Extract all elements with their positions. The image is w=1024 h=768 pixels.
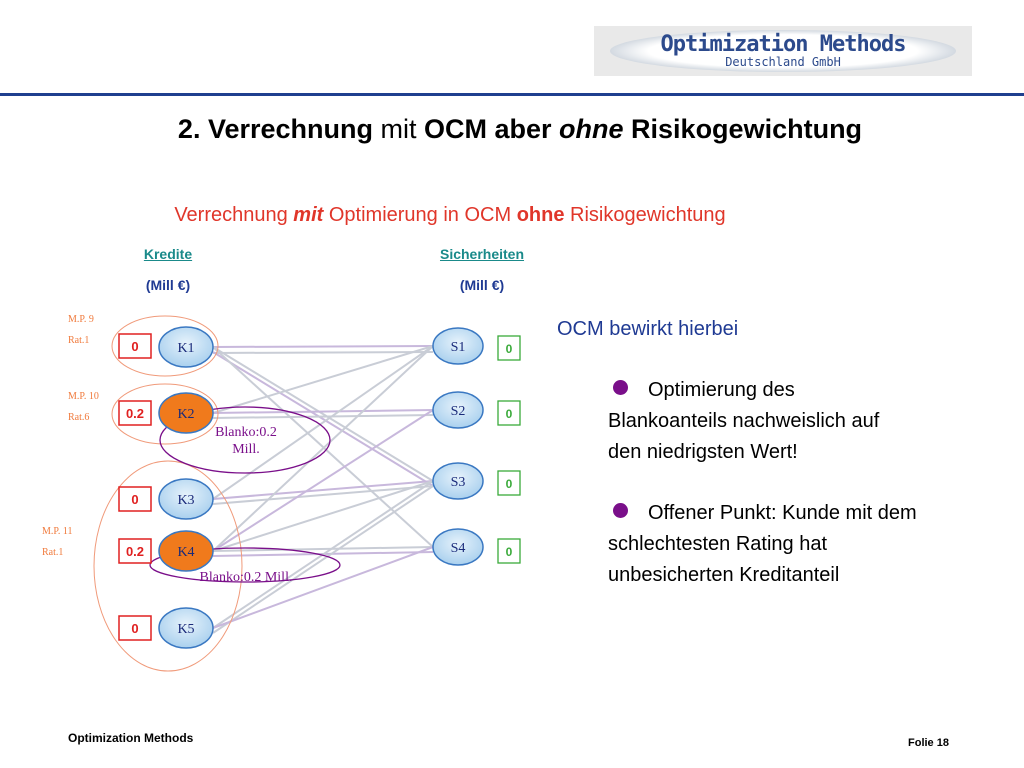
credit-label-k5: K5 [177, 622, 194, 637]
connection-line [212, 409, 434, 552]
connection-line [212, 346, 434, 482]
connection-line [212, 409, 434, 414]
subtitle-part-1: Verrechnung [174, 204, 294, 226]
bullet-2-line-3: unbesicherten Kreditanteil [608, 564, 840, 586]
ocm-bullet-2: Offener Punkt: Kunde mit dem schlechtest… [608, 498, 1008, 591]
blanko-label-1a: Blanko:0.2 [215, 425, 277, 440]
subtitle-part-2: mit [293, 204, 324, 226]
group-rating-1: Rat.1 [68, 335, 89, 346]
collateral-unit: (Mill €) [459, 277, 505, 293]
connection-line [212, 480, 434, 552]
group-rating-3: Rat.1 [42, 547, 63, 558]
credit-label-k3: K3 [177, 493, 194, 508]
group-ellipse-1 [111, 315, 219, 377]
collateral-value-s2: 0 [506, 407, 513, 421]
footer-slide-number: Folie 18 [908, 737, 949, 749]
title-part-4: ohne [559, 114, 624, 144]
group-mp-3: M.P. 11 [42, 526, 72, 537]
logo-subtitle: Deutschland GmbH [725, 55, 841, 69]
credit-node-k5: 0 K5 [118, 607, 214, 649]
collateral-node-s2: S2 0 [432, 391, 521, 429]
credit-label-k4: K4 [177, 545, 194, 560]
connection-line [212, 346, 434, 548]
collateral-value-s3: 0 [506, 477, 513, 491]
connection-line [212, 485, 434, 634]
connection-line [212, 485, 434, 505]
credit-value-k1: 0 [131, 339, 138, 354]
ocm-heading: OCM bewirkt hierbei [557, 318, 739, 340]
logo-swoosh [610, 30, 956, 72]
logo-title: Optimization Methods [660, 32, 907, 57]
bullet-1-line-2: Blankoanteils nachweislich auf [608, 410, 880, 432]
bullet-1-line-3: den niedrigsten Wert! [608, 441, 798, 463]
connection-line [212, 414, 434, 419]
group-mp-2: M.P. 10 [68, 391, 99, 402]
credit-label-k1: K1 [177, 341, 194, 356]
collateral-label-s4: S4 [451, 541, 466, 556]
bullet-dot-icon [613, 503, 628, 518]
slide-subtitle: Verrechnung mit Optimierung in OCM ohne … [0, 204, 900, 227]
credit-node-k1: 0 K1 [118, 326, 214, 368]
connection-line [212, 546, 434, 629]
collateral-header: Sicherheiten [439, 246, 525, 262]
bullet-dot-icon [613, 380, 628, 395]
group-ellipse-2 [111, 383, 219, 445]
connection-line [212, 480, 434, 500]
subtitle-part-5: Risikogewichtung [564, 204, 726, 226]
collateral-value-s4: 0 [506, 545, 513, 559]
bullet-1-line-1: Optimierung des [648, 379, 795, 401]
connection-lines [212, 345, 434, 634]
credit-value-k4: 0.2 [126, 544, 144, 559]
subtitle-part-3: Optimierung in OCM [323, 204, 517, 226]
collateral-node-s4: S4 0 [432, 528, 521, 566]
group-mp-1: M.P. 9 [68, 314, 94, 325]
bullet-2-line-2: schlechtesten Rating hat [608, 533, 828, 555]
blanko-label-1b: Mill. [232, 442, 260, 457]
footer-company: Optimization Methods [68, 731, 194, 745]
company-logo: Optimization Methods Deutschland GmbH [594, 26, 972, 76]
title-part-1: 2. Verrechnung [177, 114, 373, 144]
collateral-label-s2: S2 [451, 404, 466, 419]
credit-value-k2: 0.2 [126, 406, 144, 421]
connection-line [212, 351, 434, 354]
bullet-2-line-1: Offener Punkt: Kunde mit dem [648, 502, 917, 524]
subtitle-part-4: ohne [516, 204, 565, 226]
credit-value-k3: 0 [131, 492, 138, 507]
credit-node-k4: 0.2 K4 [118, 530, 214, 572]
credits-unit: (Mill €) [145, 277, 191, 293]
connection-line [212, 345, 434, 552]
group-ellipse-3 [93, 460, 243, 672]
collateral-label-s3: S3 [451, 475, 466, 490]
connection-line [212, 345, 434, 414]
credit-node-k3: 0 K3 [118, 478, 214, 520]
collateral-node-s1: S1 0 [432, 327, 521, 365]
title-part-5: Risikogewichtung [623, 114, 863, 144]
blanko-label-2: Blanko:0.2 Mill. [200, 570, 293, 585]
connection-line [212, 480, 434, 629]
collateral-label-s1: S1 [451, 340, 466, 355]
title-part-3: OCM aber [424, 114, 560, 144]
blanko-ellipse-1 [159, 406, 331, 474]
connection-line [212, 345, 434, 348]
ocm-bullet-1: Optimierung des Blankoanteils nachweisli… [608, 375, 1008, 468]
connection-line [212, 351, 434, 487]
blanko-ellipse-2 [149, 547, 341, 583]
title-part-2: mit [373, 114, 424, 144]
credit-node-k2: 0.2 K2 [118, 392, 214, 434]
credit-label-k2: K2 [177, 407, 194, 422]
slide-title: 2. Verrechnung mit OCM aber ohne Risikog… [0, 114, 1024, 145]
connection-line [212, 345, 434, 500]
group-rating-2: Rat.6 [68, 412, 89, 423]
connection-line [212, 546, 434, 552]
credit-value-k5: 0 [131, 621, 138, 636]
collateral-node-s3: S3 0 [432, 462, 521, 500]
header-rule [0, 93, 1024, 96]
credits-header: Kredite [143, 246, 193, 262]
collateral-value-s1: 0 [506, 342, 513, 356]
